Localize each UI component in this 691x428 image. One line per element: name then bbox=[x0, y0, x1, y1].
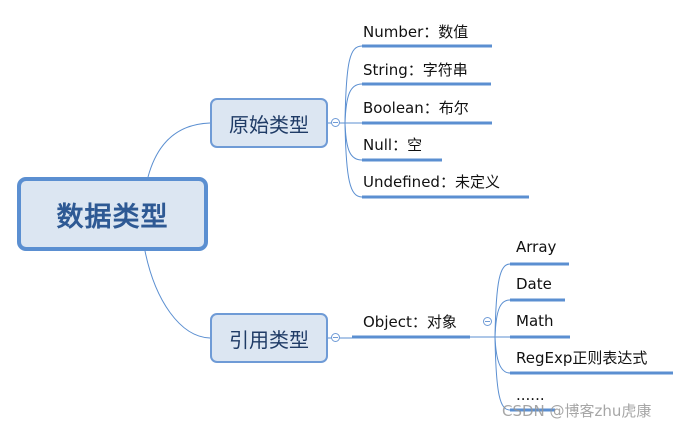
leaf-node-array[interactable]: Array bbox=[516, 238, 557, 256]
leaf-node-math[interactable]: Math bbox=[516, 312, 554, 330]
branch-node-primitive[interactable]: 原始类型 bbox=[210, 98, 328, 148]
leaf-node-string[interactable]: String：字符串 bbox=[363, 61, 468, 79]
branch-label: 引用类型 bbox=[229, 327, 309, 352]
root-label: 数据类型 bbox=[56, 201, 169, 233]
leaf-node-more[interactable]: ...... bbox=[516, 386, 545, 404]
root-node[interactable]: 数据类型 bbox=[17, 177, 208, 251]
leaf-node-regexp[interactable]: RegExp正则表达式 bbox=[516, 349, 648, 367]
collapse-toggle-icon[interactable] bbox=[483, 317, 492, 326]
collapse-toggle-icon[interactable] bbox=[331, 118, 340, 127]
branch-label: 原始类型 bbox=[229, 112, 309, 137]
collapse-toggle-icon[interactable] bbox=[331, 333, 340, 342]
leaf-node-undefined[interactable]: Undefined：未定义 bbox=[363, 173, 500, 191]
leaf-node-object[interactable]: Object：对象 bbox=[363, 313, 457, 331]
leaf-node-date[interactable]: Date bbox=[516, 275, 552, 293]
branch-node-reference[interactable]: 引用类型 bbox=[210, 313, 328, 363]
leaf-node-boolean[interactable]: Boolean：布尔 bbox=[363, 99, 469, 117]
leaf-node-null[interactable]: Null：空 bbox=[363, 136, 423, 154]
leaf-node-number[interactable]: Number：数值 bbox=[363, 23, 469, 41]
watermark: CSDN @博客zhu虎康 bbox=[502, 402, 652, 420]
